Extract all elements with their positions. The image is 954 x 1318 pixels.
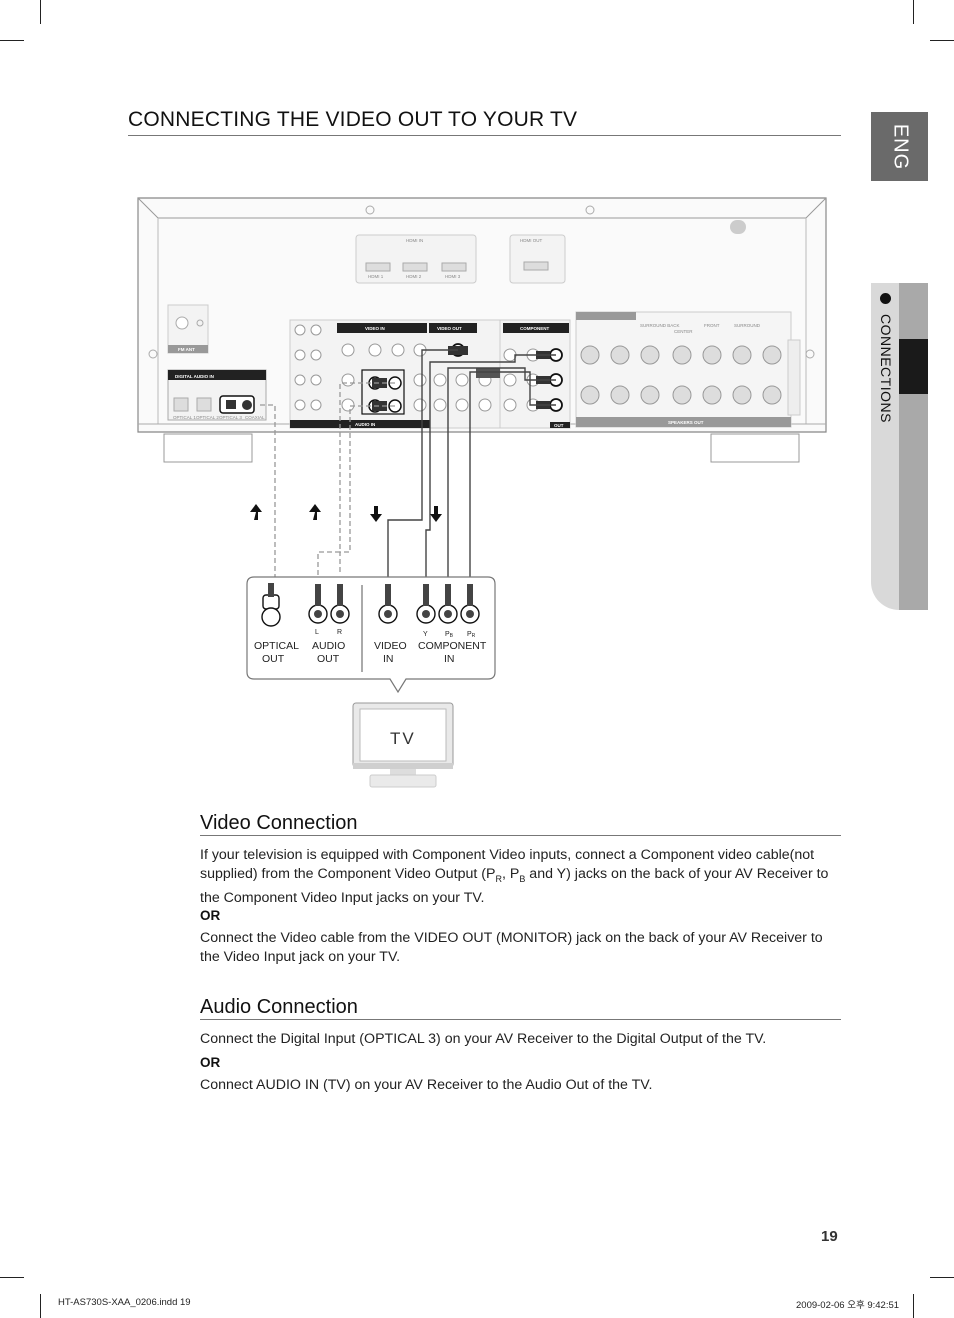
optical-2-label: OPTICAL 2 <box>196 415 219 420</box>
tv-jack-l-label: L <box>315 629 319 636</box>
tv-jack-panel: L R Y PB PR OPTICAL OUT AUDIO OUT VIDEO … <box>246 576 496 694</box>
optical-out-label-1: OPTICAL <box>254 640 299 652</box>
audio-connection-paragraph-2: Connect AUDIO IN (TV) on your AV Receive… <box>200 1077 653 1093</box>
page-number: 19 <box>821 1228 838 1245</box>
front-label: FRONT <box>704 323 720 328</box>
footer-timestamp: 2009-02-06 오후 9:42:51 <box>796 1300 900 1311</box>
video-connection-paragraph-2: Connect the Video cable from the VIDEO O… <box>200 930 823 965</box>
crop-mark <box>0 1277 24 1278</box>
crop-mark <box>913 0 914 24</box>
footer-file-info: HT-AS730S-XAA_0206.indd 19 <box>58 1297 191 1308</box>
surround-label: SURROUND <box>734 323 761 328</box>
crop-mark <box>930 1277 954 1278</box>
optical-3-label: OPTICAL 3 <box>219 415 242 420</box>
component-in-label-2: IN <box>444 653 455 665</box>
title-rule <box>128 135 841 136</box>
tv-jack-y-label: Y <box>423 631 428 638</box>
component-in-label-1: COMPONENT <box>418 640 487 652</box>
digital-audio-in-label: DIGITAL AUDIO IN <box>175 374 214 379</box>
hdmi-1-label: HDMI 1 <box>368 274 384 279</box>
audio-out-label-2: OUT <box>317 653 340 665</box>
tv-icon: TV <box>352 702 454 788</box>
audio-connection-heading: Audio Connection <box>200 996 358 1018</box>
optical-1-label: OPTICAL 1 <box>173 415 196 420</box>
av-receiver-rear-panel: HDMI IN HDMI 1 HDMI 2 HDMI 3 HDMI OUT FM… <box>137 197 827 463</box>
bullet-icon <box>880 293 891 304</box>
crop-mark <box>913 1294 914 1318</box>
audio-connection-rule <box>200 1019 841 1020</box>
video-connection-text-a: If your television is equipped with Comp… <box>200 847 815 882</box>
page-title: CONNECTING THE VIDEO OUT TO YOUR TV <box>128 108 578 131</box>
language-tab: ENG <box>871 112 928 181</box>
audio-connection-paragraph-1: Connect the Digital Input (OPTICAL 3) on… <box>200 1031 767 1047</box>
video-out-panel-label: VIDEO OUT <box>437 326 462 331</box>
tv-jack-r-label: R <box>337 629 342 636</box>
hdmi-in-label: HDMI IN <box>406 238 423 243</box>
optical-out-label-2: OUT <box>262 653 285 665</box>
speakers-out-label: SPEAKERS OUT <box>668 420 704 425</box>
section-tab-marker <box>899 339 928 394</box>
out-panel-label: OUT <box>554 423 564 428</box>
audio-in-panel-label: AUDIO IN <box>355 422 375 427</box>
signal-direction-arrows <box>250 504 442 522</box>
tv-jack-pb-sub: B <box>450 633 454 639</box>
video-in-panel-label: VIDEO IN <box>365 326 385 331</box>
tv-jack-pb-letter: P <box>445 631 450 638</box>
section-tab-label: CONNECTIONS <box>872 290 900 440</box>
crop-mark <box>930 40 954 41</box>
connection-diagram: HDMI IN HDMI 1 HDMI 2 HDMI 3 HDMI OUT FM… <box>137 197 827 788</box>
crop-mark <box>0 40 24 41</box>
video-in-label-1: VIDEO <box>374 640 407 652</box>
tv-jack-pr-label: PR <box>467 631 476 639</box>
tv-jack-pr-letter: P <box>467 631 472 638</box>
center-label: CENTER <box>674 329 693 334</box>
section-tab-strip <box>899 283 928 610</box>
section-tab-text: CONNECTIONS <box>878 314 894 423</box>
pr-subscript: R <box>495 873 502 884</box>
audio-out-label-1: AUDIO <box>312 640 345 652</box>
connection-cables <box>260 349 556 611</box>
video-in-label-2: IN <box>383 653 394 665</box>
tv-jack-pb-label: PB <box>445 631 454 639</box>
video-connection-text-c: and Y) jacks on the back of your AV Rece… <box>200 866 829 906</box>
video-connection-paragraph-1: If your television is equipped with Comp… <box>200 846 842 908</box>
tv-label: TV <box>390 729 416 748</box>
hdmi-2-label: HDMI 2 <box>406 274 422 279</box>
coaxial-label: COAXIAL <box>245 415 265 420</box>
crop-mark <box>40 0 41 24</box>
component-panel-label: COMPONENT <box>520 326 550 331</box>
surround-back-label: SURROUND BACK <box>640 323 680 328</box>
language-tab-label: ENG <box>889 123 911 170</box>
video-or-label: OR <box>200 908 221 923</box>
video-connection-heading: Video Connection <box>200 812 358 834</box>
video-connection-text-b: , P <box>501 866 520 882</box>
video-connection-rule <box>200 835 841 836</box>
pb-subscript: B <box>519 873 526 884</box>
audio-or-label: OR <box>200 1055 221 1070</box>
fm-ant-label: FM ANT <box>178 347 195 352</box>
hdmi-out-label: HDMI OUT <box>520 238 542 243</box>
crop-mark <box>40 1294 41 1318</box>
tv-jack-pr-sub: R <box>472 633 476 639</box>
hdmi-3-label: HDMI 3 <box>445 274 461 279</box>
